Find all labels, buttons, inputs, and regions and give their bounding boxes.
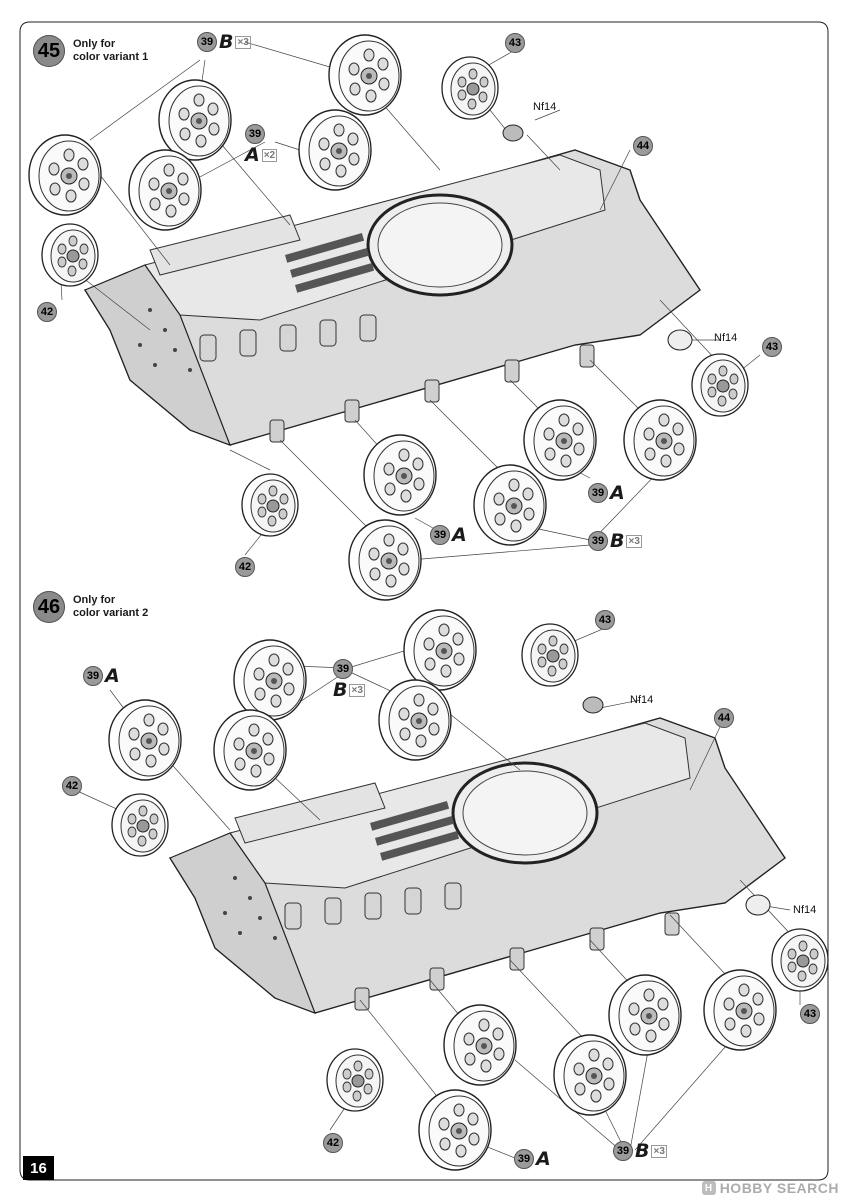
part-number: 39 (83, 666, 103, 686)
callout-part-44: 44 (633, 136, 653, 156)
callout-part-43: 43 (800, 1004, 820, 1024)
nf14-label: Nf14 (533, 101, 557, 113)
page-number: 16 (23, 1156, 54, 1180)
watermark: H HOBBY SEARCH (701, 1180, 839, 1196)
part-number: 42 (62, 776, 82, 796)
part-number: 44 (714, 708, 734, 728)
part-number: 39 (333, 659, 353, 679)
part-variant: A (536, 1147, 551, 1170)
callout-part-39a: 39 A (83, 666, 120, 686)
part-variant: A (610, 481, 625, 504)
part-variant: B (333, 679, 348, 701)
callout-part-42: 42 (62, 776, 82, 796)
nf14-label: Nf14 (630, 694, 654, 706)
part-number: 42 (323, 1133, 343, 1153)
part-variant: B (610, 529, 625, 552)
callout-part-43: 43 (505, 33, 525, 53)
part-number: 43 (800, 1004, 820, 1024)
part-number: 39 (613, 1141, 633, 1161)
part-variant: A (245, 144, 260, 166)
part-variant: B (635, 1139, 650, 1162)
callout-part-43: 43 (762, 337, 782, 357)
part-number: 43 (595, 610, 615, 630)
part-number: 42 (37, 302, 57, 322)
part-number: 39 (514, 1149, 534, 1169)
callout-part-43: 43 (595, 610, 615, 630)
nf14-label: Nf14 (793, 904, 817, 916)
part-number: 44 (633, 136, 653, 156)
part-quantity: ×3 (349, 684, 365, 697)
callout-part-42: 42 (323, 1133, 343, 1153)
callout-part-39a: 39 A ×2 (245, 124, 278, 166)
part-variant: B (219, 30, 234, 53)
part-number: 39 (245, 124, 265, 144)
part-number: 39 (197, 32, 217, 52)
part-number: 43 (762, 337, 782, 357)
part-number: 43 (505, 33, 525, 53)
part-number: 39 (588, 531, 608, 551)
watermark-logo-icon: H (701, 1181, 716, 1195)
callout-part-42: 42 (37, 302, 57, 322)
callout-part-39a: 39 A (514, 1149, 551, 1169)
step-note: Only for color variant 2 (73, 594, 149, 619)
part-quantity: ×3 (651, 1144, 667, 1158)
callout-part-39b: 39 B ×3 (333, 659, 365, 700)
part-quantity: ×3 (235, 35, 251, 49)
callout-part-39b: 39 B ×3 (588, 531, 642, 551)
nf14-label: Nf14 (714, 332, 738, 344)
watermark-text: HOBBY SEARCH (719, 1180, 839, 1196)
step-number-badge: 45 (33, 35, 65, 67)
callout-part-44: 44 (714, 708, 734, 728)
step-note: Only for color variant 1 (73, 38, 149, 63)
part-number: 39 (430, 525, 450, 545)
part-quantity: ×3 (626, 534, 642, 548)
part-quantity: ×2 (261, 149, 278, 162)
step-46-header: 46 Only for color variant 2 (33, 591, 148, 623)
callout-part-42: 42 (235, 557, 255, 577)
step-45-header: 45 Only for color variant 1 (33, 35, 148, 67)
callout-part-39b: 39 B ×3 (613, 1141, 667, 1161)
callout-part-39b: 39 B ×3 (197, 32, 251, 52)
callout-part-39a: 39 A (588, 483, 625, 503)
step-number-badge: 46 (33, 591, 65, 623)
part-variant: A (105, 664, 120, 687)
part-number: 42 (235, 557, 255, 577)
part-variant: A (452, 523, 467, 546)
callout-part-39a: 39 A (430, 525, 467, 545)
part-number: 39 (588, 483, 608, 503)
